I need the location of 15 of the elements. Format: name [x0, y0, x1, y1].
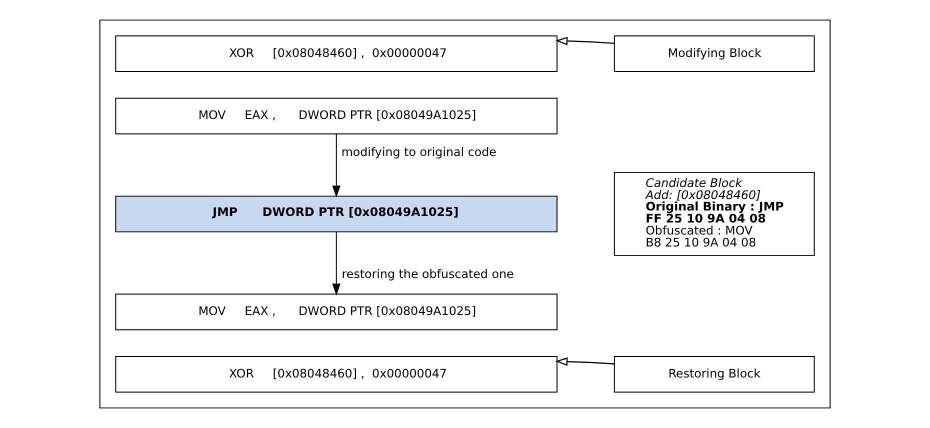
edge-label: restoring the obfuscated one	[342, 266, 514, 281]
node-box: Candidate Block Add: [0x08048460] Original Binary : JMP FF 25 10 9A 04 08 Obfuscated : MOV B8 25 10 9A 04 08	[614, 172, 815, 256]
arrow	[555, 36, 614, 46]
node-box: XOR [0x08048460] , 0x00000047	[115, 35, 558, 72]
edge-label: modifying to original code	[341, 145, 496, 160]
node-box: Restoring Block	[614, 356, 815, 393]
arrow	[555, 357, 614, 366]
node-box: Modifying Block	[614, 35, 815, 72]
cluster	[99, 20, 831, 408]
arrow	[332, 232, 341, 296]
node-box: JMP DWORD PTR [0x08049A1025]	[115, 196, 558, 232]
node-box: MOV EAX , DWORD PTR [0x08049A1025]	[115, 98, 558, 134]
node-box: MOV EAX , DWORD PTR [0x08049A1025]	[115, 294, 558, 330]
arrow	[332, 134, 341, 198]
node-box: XOR [0x08048460] , 0x00000047	[115, 356, 558, 393]
